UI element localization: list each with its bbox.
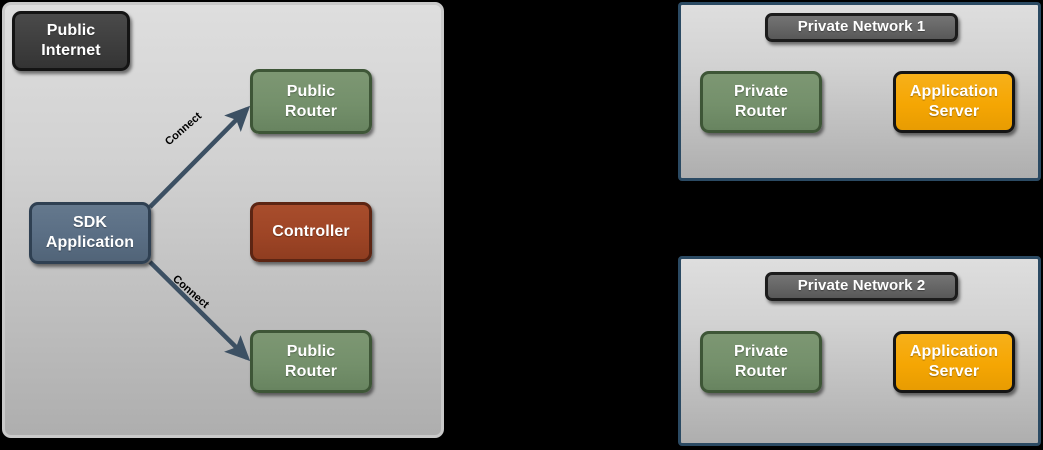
node-sdk-application-label: SDK Application	[45, 214, 135, 251]
node-controller[interactable]: Controller	[250, 202, 372, 262]
node-private-network-2-title[interactable]: Private Network 2	[765, 272, 958, 301]
node-private-network-1-title-label: Private Network 1	[797, 18, 926, 36]
node-private-network-1-title[interactable]: Private Network 1	[765, 13, 958, 42]
node-private-router-1-label: Private Router	[733, 83, 789, 120]
node-public-internet[interactable]: Public Internet	[12, 11, 130, 71]
node-application-server-2[interactable]: Application Server	[893, 331, 1015, 393]
node-public-router-top-label: Public Router	[284, 82, 338, 120]
node-private-network-2-title-label: Private Network 2	[797, 277, 926, 295]
node-public-router-bottom-label: Public Router	[284, 342, 338, 380]
node-private-router-2-label: Private Router	[733, 343, 789, 380]
node-controller-label: Controller	[272, 223, 350, 241]
node-sdk-application[interactable]: SDK Application	[29, 202, 151, 264]
node-private-router-2[interactable]: Private Router	[700, 331, 822, 393]
node-application-server-1[interactable]: Application Server	[893, 71, 1015, 133]
node-application-server-1-label: Application Server	[909, 83, 999, 120]
node-application-server-2-label: Application Server	[909, 343, 999, 380]
node-public-router-top[interactable]: Public Router	[250, 69, 372, 134]
node-public-internet-label: Public Internet	[41, 22, 101, 59]
node-private-router-1[interactable]: Private Router	[700, 71, 822, 133]
node-public-router-bottom[interactable]: Public Router	[250, 330, 372, 393]
